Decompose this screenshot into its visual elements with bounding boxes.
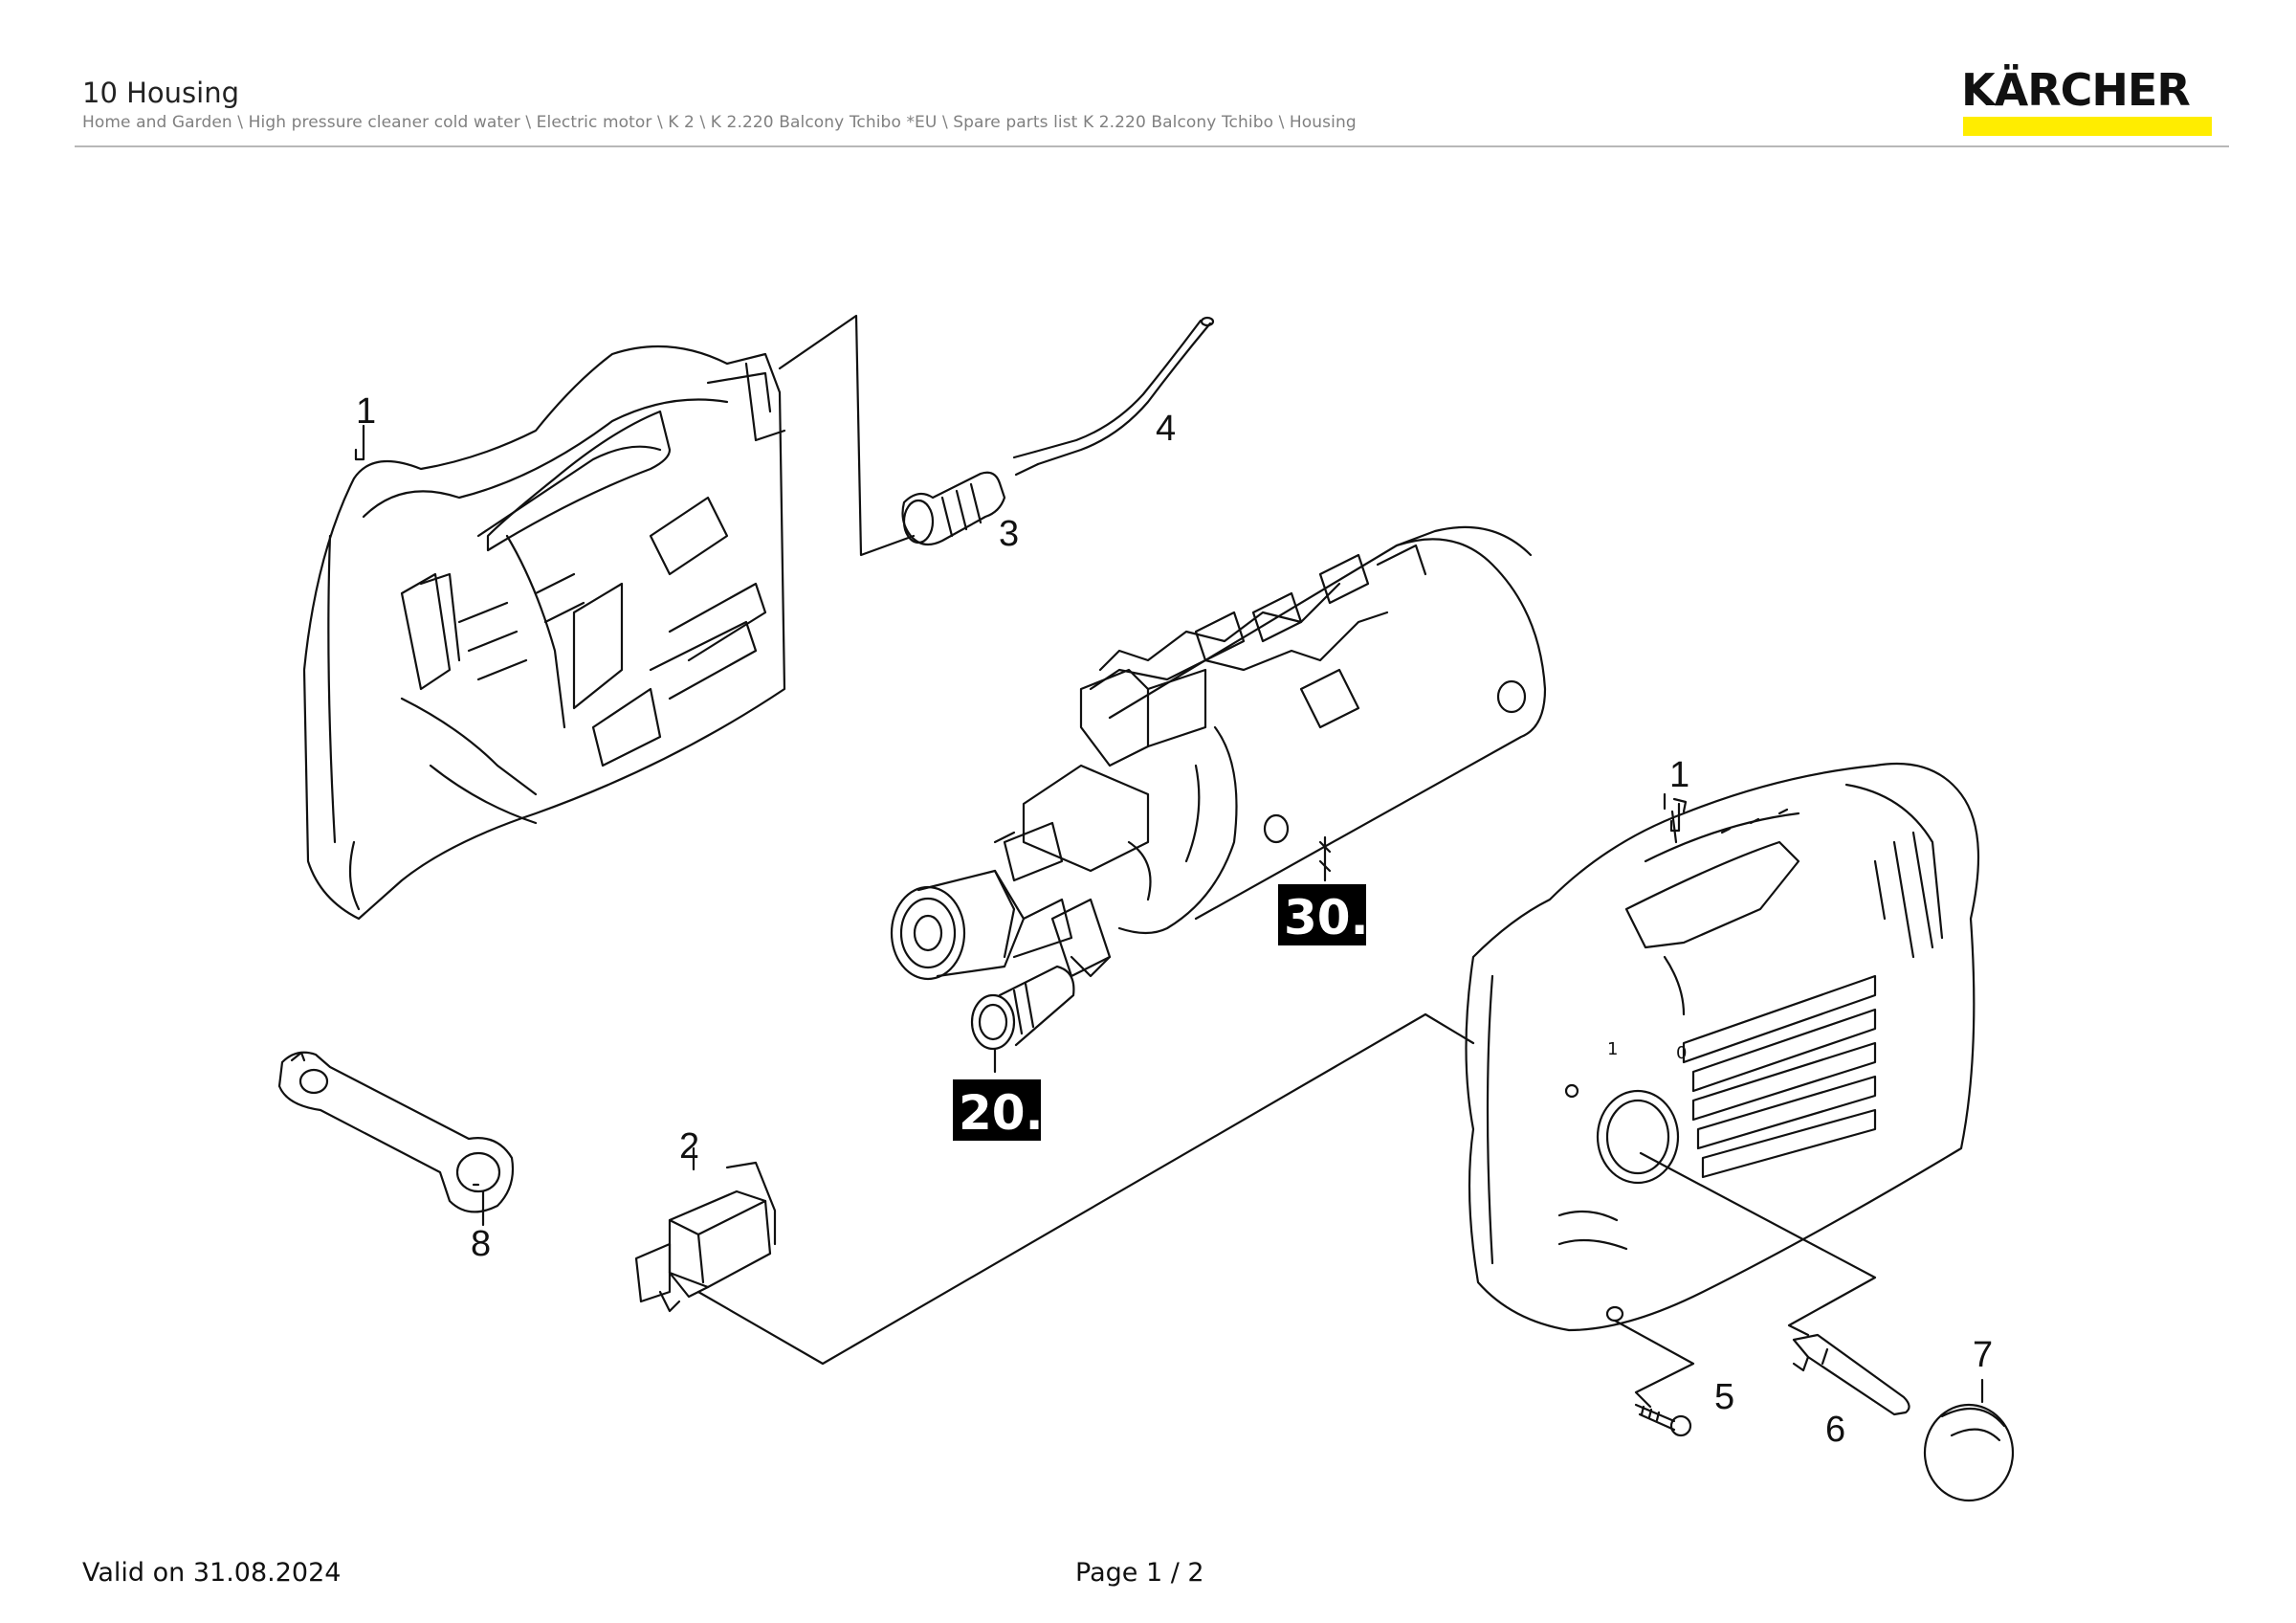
header-divider (75, 145, 2229, 147)
part-6-shaft (1792, 1333, 1910, 1416)
part-2-switch (634, 1146, 777, 1313)
callout-8: 8 (471, 1224, 491, 1264)
callout-5: 5 (1714, 1377, 1734, 1417)
badge-20: 20. (953, 1079, 1044, 1141)
callout-7: 7 (1973, 1335, 1993, 1375)
leader-line-1-left (354, 424, 365, 461)
page-number: Page 1 / 2 (1075, 1558, 1204, 1588)
switch-mark-on: 1 (1607, 1039, 1618, 1059)
page-title: 10 Housing (82, 77, 240, 109)
badge-30: 30. (1278, 884, 1369, 945)
part-7-knob (1923, 1378, 2015, 1502)
part-30-motor-pump-assembly (890, 525, 1547, 981)
karcher-logo: KÄRCHER (1961, 63, 2214, 138)
breadcrumb: Home and Garden \ High pressure cleaner … (82, 113, 1357, 132)
callout-1-right: 1 (1669, 755, 1689, 795)
leader-line-1-right (1669, 802, 1681, 833)
logo-yellow-bar (1963, 117, 2212, 136)
callout-4: 4 (1156, 409, 1176, 449)
part-3-grommet (901, 471, 1006, 546)
part-20-connector (970, 965, 1075, 1074)
valid-date: Valid on 31.08.2024 (82, 1558, 342, 1588)
leader-line-3-4 (778, 314, 916, 557)
callout-6: 6 (1825, 1410, 1845, 1450)
part-5-screw (1634, 1403, 1692, 1437)
part-1-left-housing (302, 345, 786, 921)
part-8-wrench (277, 1051, 515, 1227)
part-1-right-housing (1465, 762, 1980, 1332)
leader-line-2 (696, 1012, 1475, 1366)
callout-3: 3 (999, 514, 1019, 554)
callout-1-left: 1 (356, 391, 376, 432)
switch-mark-off: 0 (1676, 1043, 1687, 1063)
part-4-cable (1012, 316, 1215, 477)
leader-line-6 (1639, 1151, 1877, 1337)
leader-line-5 (1613, 1319, 1695, 1409)
badge-20-label: 20. (959, 1085, 1044, 1141)
logo-wordmark: KÄRCHER (1961, 64, 2191, 116)
badge-30-label: 30. (1284, 890, 1369, 945)
callout-2: 2 (679, 1126, 699, 1167)
